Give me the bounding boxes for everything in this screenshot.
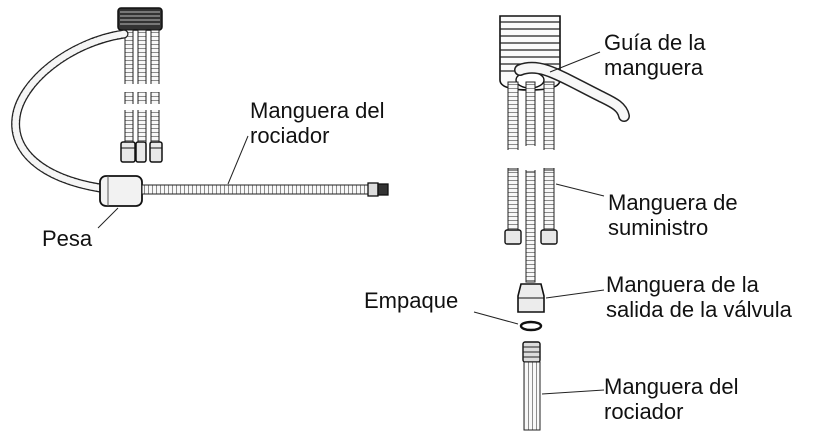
supply-hoses [504, 81, 558, 245]
left-assembly [11, 7, 389, 229]
faucet-shank-top [117, 7, 163, 31]
leader-spray-hose-right [541, 389, 605, 395]
label-valve-outlet-hose: Manguera de la salida de la válvula [606, 272, 792, 322]
left-vertical-hoses [120, 29, 163, 163]
leader-valve-outlet [545, 289, 605, 299]
left-spray-hose-straight [141, 182, 389, 197]
weight [99, 175, 143, 207]
label-weight: Pesa [42, 226, 93, 251]
label-supply-hose: Manguera de suministro [608, 190, 738, 240]
threaded-shank [499, 15, 561, 91]
leader-spray-hose-left [227, 135, 249, 185]
label-spray-hose-right: Manguera del rociador [604, 374, 739, 424]
label-hose-guide: Guía de la manguera [604, 30, 706, 80]
left-spray-hose-loop [11, 29, 129, 193]
label-spray-hose-left: Manguera del rociador [250, 98, 385, 148]
leader-hose-guide [549, 51, 601, 73]
right-assembly [473, 15, 630, 431]
valve-outlet-hose [517, 81, 545, 313]
leader-gasket [473, 311, 519, 325]
leader-supply-hose [555, 183, 605, 197]
leader-weight [97, 207, 119, 229]
label-gasket: Empaque [364, 288, 459, 313]
right-spray-hose [522, 341, 541, 431]
gasket [519, 320, 543, 332]
